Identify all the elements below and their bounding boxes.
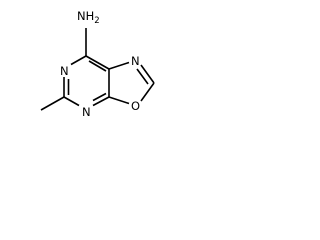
bond-c7-c7a [85, 55, 110, 70]
pyrimidine-n-lower-label: N [82, 105, 91, 119]
bond-n4-c3a-inner [92, 92, 107, 102]
bond-n1-c2-inner [136, 68, 149, 85]
bond-c7-n6 [70, 55, 87, 66]
bond-c5-methyl [40, 96, 65, 111]
amine-subscript-text: 2 [94, 16, 99, 26]
amine-label: NH2 [77, 9, 100, 26]
bond-c5-n4 [63, 96, 80, 107]
oxazolopyrimidine-structure: NH2 N N N O [40, 9, 155, 119]
pyrimidine-n-upper-label: N [60, 64, 69, 78]
oxazole-n-label: N [131, 54, 140, 68]
amine-nh-text: NH [77, 9, 94, 23]
atom-labels: NH2 N N N O [60, 9, 140, 119]
bond-lines [40, 28, 155, 111]
bond-c2-o3 [140, 82, 155, 102]
bond-c7a-n1 [108, 61, 130, 70]
bond-c7-c7a-inner [88, 60, 107, 72]
bond-n4-c3a [92, 96, 110, 107]
bond-o3-c3a [108, 96, 130, 105]
oxazole-o-label: O [131, 99, 140, 113]
bond-n1-c2 [140, 64, 155, 84]
